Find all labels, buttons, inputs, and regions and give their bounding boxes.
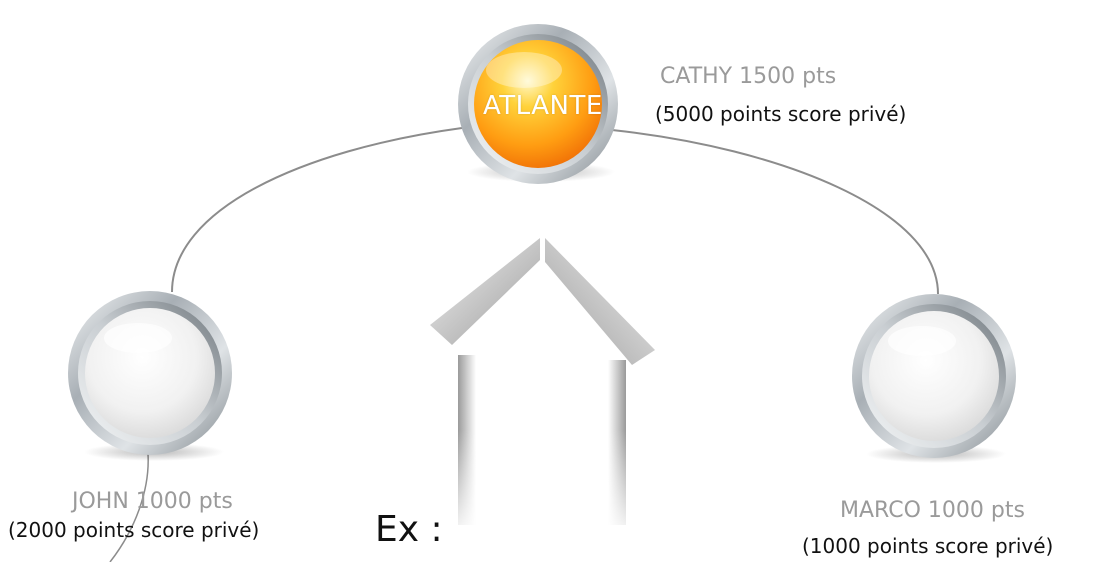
left-node-name-points: JOHN 1000 pts: [72, 489, 233, 514]
connector-right: [611, 129, 939, 295]
left-orb: [68, 291, 232, 461]
top-orb: [458, 24, 618, 184]
right-node-name-points: MARCO 1000 pts: [840, 498, 1025, 523]
right-orb: [852, 294, 1016, 463]
top-node-name-points: CATHY 1500 pts: [660, 64, 837, 89]
up-arrow-graphic: [420, 238, 670, 540]
left-node-private-score: (2000 points score privé): [8, 518, 260, 542]
connector-tail: [109, 453, 149, 563]
top-node-label: ATLANTE: [483, 91, 603, 121]
connector-left: [171, 127, 463, 293]
right-node-private-score: (1000 points score privé): [802, 534, 1054, 558]
example-label: Ex :: [375, 509, 443, 550]
top-node-private-score: (5000 points score privé): [655, 102, 907, 126]
